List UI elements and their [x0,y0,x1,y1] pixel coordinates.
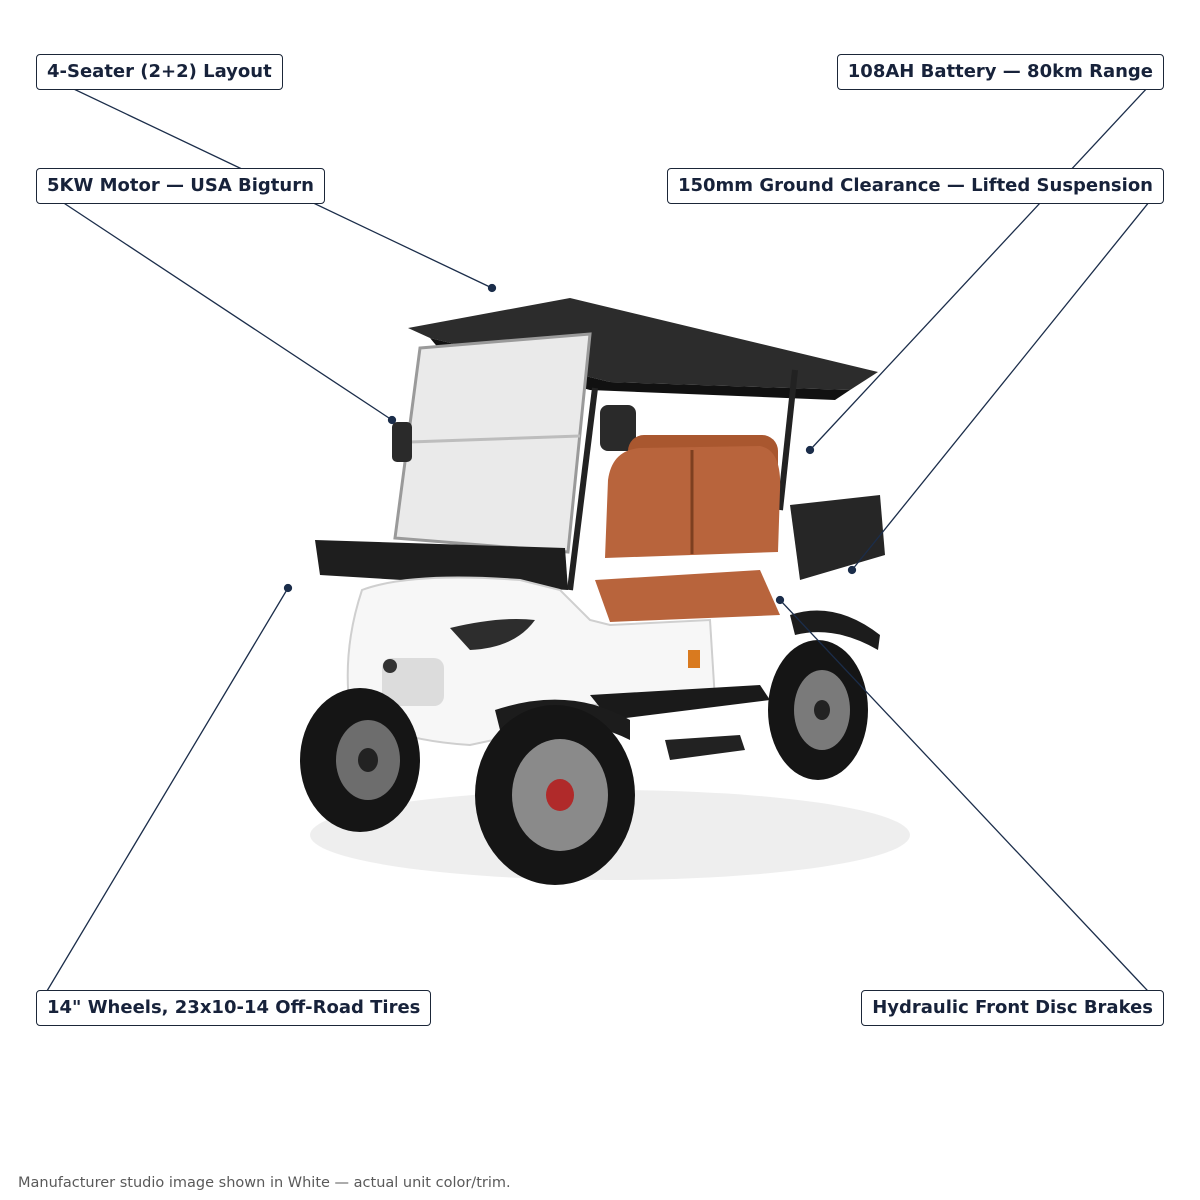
callout-brakes: Hydraulic Front Disc Brakes [861,990,1164,1026]
step [665,735,745,760]
leader-battery-dot [805,445,815,455]
roof [408,298,878,390]
leader-wheels [37,587,289,1007]
windshield [393,332,592,554]
leader-clearance [851,185,1163,571]
golf-cart-photo [300,298,910,885]
floorboard [590,685,770,720]
front-basket [315,540,568,590]
rear-fender [790,610,880,650]
leader-battery [809,71,1163,451]
callout-motor: 5KW Motor — USA Bigturn [36,168,325,204]
right-mirror [600,405,636,451]
leader-clearance-dot [847,565,857,575]
left-mirror [392,422,412,462]
callout-seating: 4-Seater (2+2) Layout [36,54,283,90]
callout-battery: 108AH Battery — 80km Range [836,54,1164,90]
rear-strut [777,369,798,511]
headlight [450,619,535,650]
callout-wheels: 14" Wheels, 23x10-14 Off-Road Tires [36,990,432,1026]
grille [382,658,444,706]
front-right-wheel [475,705,635,885]
callout-clearance: 150mm Ground Clearance — Lifted Suspensi… [666,168,1164,204]
leader-brakes-dot [775,595,785,605]
front-strut [567,387,598,591]
side-reflector [688,650,700,668]
front-left-wheel [300,688,420,832]
badge [383,659,397,673]
leader-motor [37,185,393,421]
windshield-fold [409,434,581,444]
front-seat-cushion [595,570,780,622]
leader-seating-dot [487,283,497,293]
leader-motor-dot [387,415,397,425]
rear-wheel [768,640,868,780]
leader-wheels-dot [283,583,293,593]
leader-brakes [779,599,1163,1007]
image-disclaimer: Manufacturer studio image shown in White… [18,1175,511,1191]
